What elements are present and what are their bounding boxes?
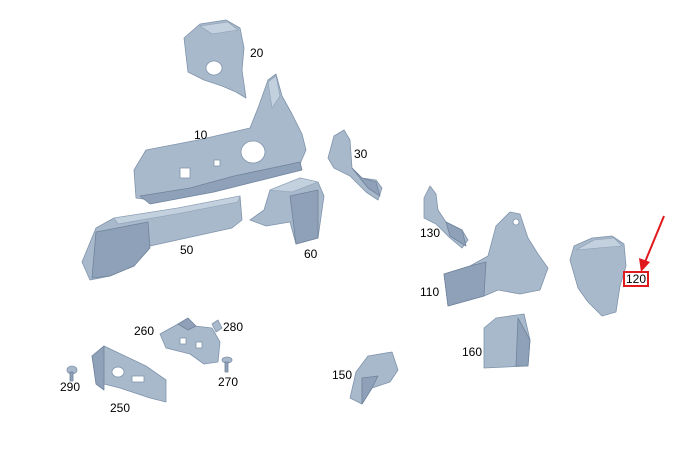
highlight-arrow	[639, 215, 665, 272]
part-10-shape[interactable]	[133, 73, 307, 205]
label-60[interactable]: 60	[304, 247, 318, 261]
part-110-shape[interactable]	[443, 211, 549, 307]
part-260-shape[interactable]	[159, 317, 221, 365]
part-280-shape[interactable]	[211, 319, 223, 333]
part-120-shape[interactable]	[569, 235, 627, 317]
part-290-shape[interactable]	[66, 365, 78, 382]
label-150[interactable]: 150	[332, 368, 353, 382]
part-50-shape[interactable]	[81, 195, 243, 281]
part-130-shape[interactable]	[423, 185, 469, 249]
label-50[interactable]: 50	[180, 243, 194, 257]
label-260[interactable]: 260	[134, 324, 155, 338]
part-270-shape[interactable]	[221, 356, 233, 373]
label-270[interactable]: 270	[218, 375, 239, 389]
label-290[interactable]: 290	[60, 380, 81, 394]
label-10[interactable]: 10	[194, 128, 208, 142]
part-160-shape[interactable]	[483, 313, 531, 369]
label-120[interactable]: 120	[623, 271, 650, 287]
part-150-shape[interactable]	[349, 351, 399, 405]
label-250[interactable]: 250	[110, 401, 131, 415]
label-110[interactable]: 110	[420, 285, 440, 299]
part-250-shape[interactable]	[91, 345, 167, 403]
label-20[interactable]: 20	[250, 46, 264, 60]
part-20-shape[interactable]	[183, 19, 247, 99]
part-30-shape[interactable]	[327, 129, 383, 201]
label-30[interactable]: 30	[354, 147, 368, 161]
label-130[interactable]: 130	[420, 226, 441, 240]
label-160[interactable]: 160	[462, 345, 483, 359]
part-60-shape[interactable]	[249, 177, 325, 245]
label-280[interactable]: 280	[223, 320, 244, 334]
